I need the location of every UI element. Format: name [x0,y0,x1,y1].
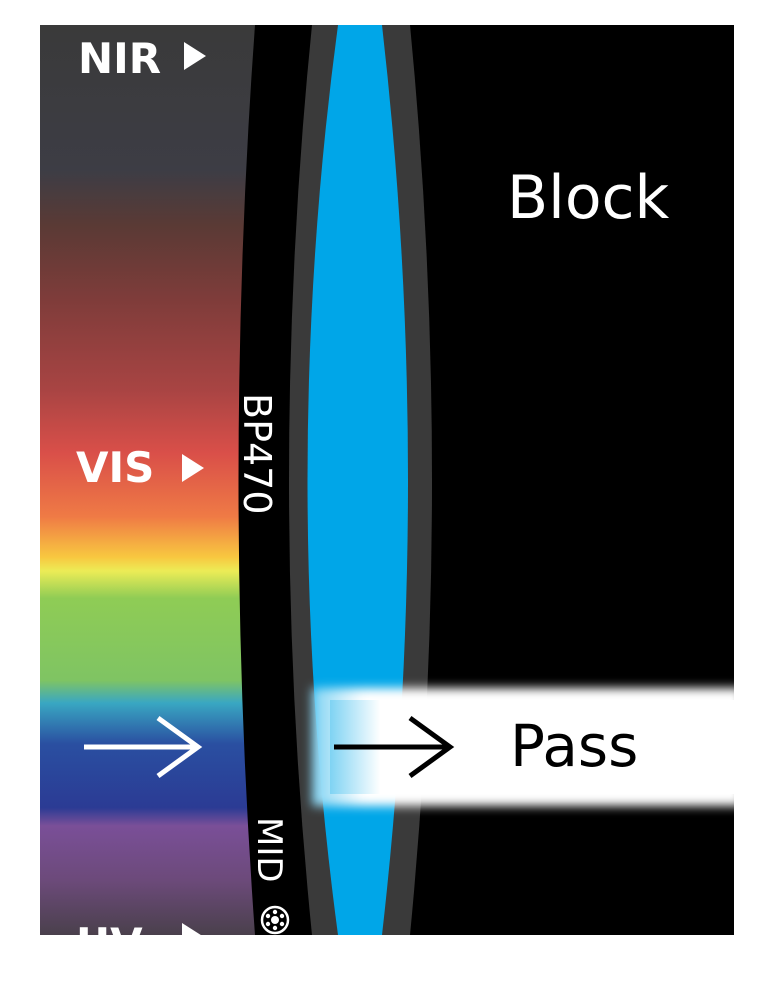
block-label: Block [507,163,670,233]
triangle-right-icon [182,923,201,935]
pass-label: Pass [510,712,638,780]
band-label-vis: VIS [76,443,154,492]
arrow-right-icon [84,715,203,779]
brand-text: MID [249,817,289,883]
arrow-right-icon [334,715,455,779]
triangle-right-icon [182,454,204,482]
triangle-right-icon [184,42,206,70]
filter-code: BP470 [235,393,279,515]
midopt-logo-icon [260,905,290,935]
spectrum-strip [40,25,270,935]
band-label-uv: UV [76,919,143,968]
band-label-nir: NIR [78,34,161,83]
